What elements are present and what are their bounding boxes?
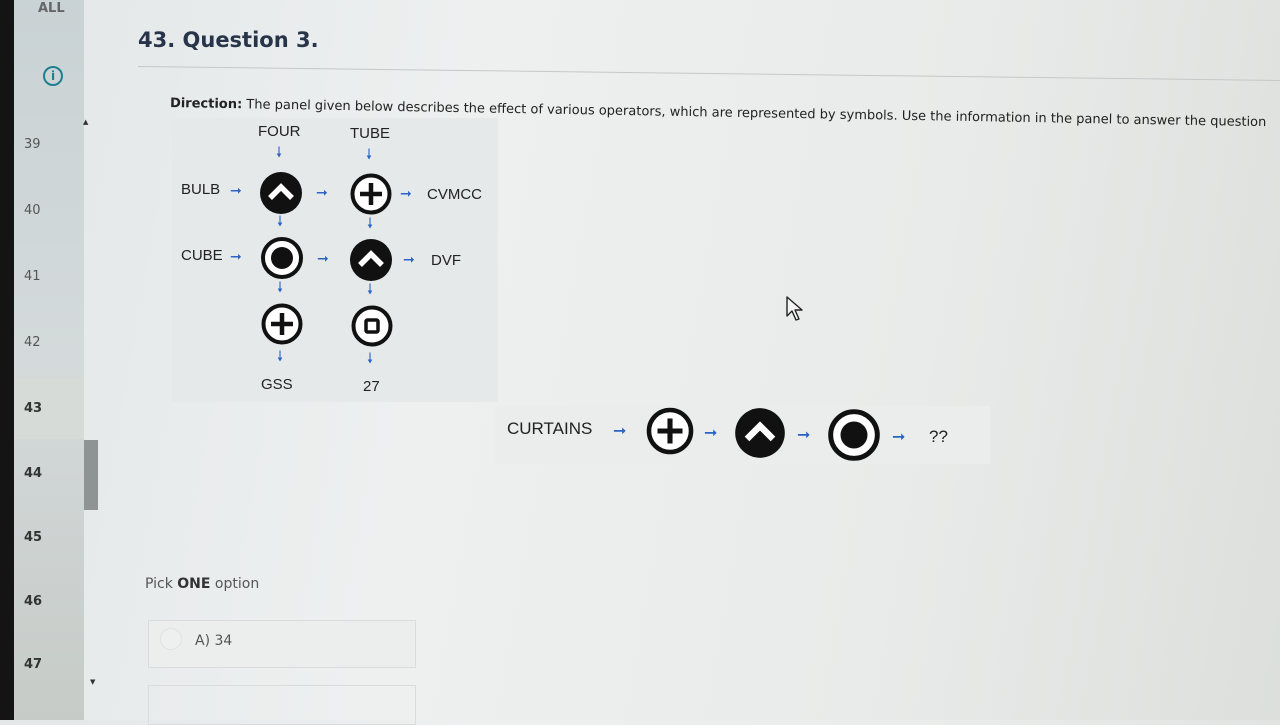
arrow-right-icon: ➞ <box>613 421 627 440</box>
sidebar-item-45[interactable]: 45 <box>24 530 43 545</box>
arrow-right-icon: ➞ <box>230 249 242 265</box>
row-result-cvmcc: CVMCC <box>427 186 482 203</box>
pick-suffix: option <box>210 576 260 592</box>
operator-panel <box>172 118 498 402</box>
sidebar-item-43[interactable]: 43 <box>24 401 43 416</box>
sidebar-item-44[interactable]: 44 <box>24 466 43 481</box>
sidebar-item-46[interactable]: 46 <box>24 594 43 609</box>
screen-bezel <box>0 0 14 720</box>
arrow-down-icon: 🠗 <box>367 216 374 232</box>
option-a-label[interactable]: A) 34 <box>195 633 233 649</box>
pick-emphasis: ONE <box>177 576 211 592</box>
option-a-radio[interactable] <box>160 628 182 650</box>
sidebar-item-39[interactable]: 39 <box>24 137 41 152</box>
arrow-down-icon: 🠗 <box>276 145 283 161</box>
caret-circle-icon <box>735 408 785 458</box>
col-label-tube: TUBE <box>350 125 391 142</box>
scroll-up-arrow-icon[interactable]: ▲ <box>83 118 89 126</box>
plus-circle-icon <box>261 303 303 345</box>
arrow-right-icon: ➞ <box>316 185 328 201</box>
pick-instruction: Pick ONE option <box>145 576 259 592</box>
option-b[interactable] <box>148 685 416 725</box>
question-title: 43. Question 3. <box>138 28 319 52</box>
example-input-curtains: CURTAINS <box>507 419 593 438</box>
arrow-down-icon: 🠗 <box>367 351 374 367</box>
arrow-down-icon: 🠗 <box>366 147 373 163</box>
arrow-right-icon: ➞ <box>403 252 415 268</box>
target-circle-icon <box>261 237 303 279</box>
active-question-highlight <box>14 377 84 439</box>
arrow-down-icon: 🠗 <box>367 282 374 298</box>
arrow-down-icon: 🠗 <box>277 280 284 296</box>
sidebar-scrollbar-thumb[interactable] <box>84 440 98 510</box>
arrow-down-icon: 🠗 <box>277 349 284 365</box>
col-label-four: FOUR <box>258 123 301 140</box>
row-label-bulb: BULB <box>181 181 221 198</box>
sidebar-item-40[interactable]: 40 <box>24 203 41 218</box>
arrow-right-icon: ➞ <box>797 425 811 444</box>
info-icon[interactable]: i <box>43 66 63 86</box>
sidebar-item-42[interactable]: 42 <box>24 335 41 350</box>
square-circle-icon <box>351 305 393 347</box>
mouse-cursor-icon <box>786 296 803 321</box>
arrow-right-icon: ➞ <box>704 423 718 442</box>
pick-prefix: Pick <box>145 576 178 592</box>
example-output-unknown: ?? <box>929 427 948 446</box>
question-sidebar: ALL i <box>14 0 84 720</box>
col-result-gss: GSS <box>261 376 293 393</box>
scroll-down-arrow-icon[interactable]: ▼ <box>90 678 96 686</box>
sidebar-item-47[interactable]: 47 <box>24 657 43 672</box>
arrow-right-icon: ➞ <box>317 251 329 267</box>
arrow-right-icon: ➞ <box>400 186 412 202</box>
col-result-27: 27 <box>363 378 380 395</box>
row-result-dvf: DVF <box>431 252 461 269</box>
row-label-cube: CUBE <box>181 247 223 264</box>
plus-circle-icon <box>646 407 694 455</box>
arrow-right-icon: ➞ <box>230 183 242 199</box>
arrow-right-icon: ➞ <box>892 427 906 446</box>
plus-circle-icon <box>350 173 392 215</box>
target-circle-icon <box>828 409 880 461</box>
arrow-down-icon: 🠗 <box>277 214 284 230</box>
caret-circle-icon <box>350 239 392 281</box>
option-a[interactable] <box>148 620 416 668</box>
sidebar-item-41[interactable]: 41 <box>24 269 41 284</box>
caret-circle-icon <box>260 172 302 214</box>
direction-label: Direction: <box>169 96 243 113</box>
all-filter[interactable]: ALL <box>38 1 65 16</box>
title-divider <box>137 66 1280 81</box>
